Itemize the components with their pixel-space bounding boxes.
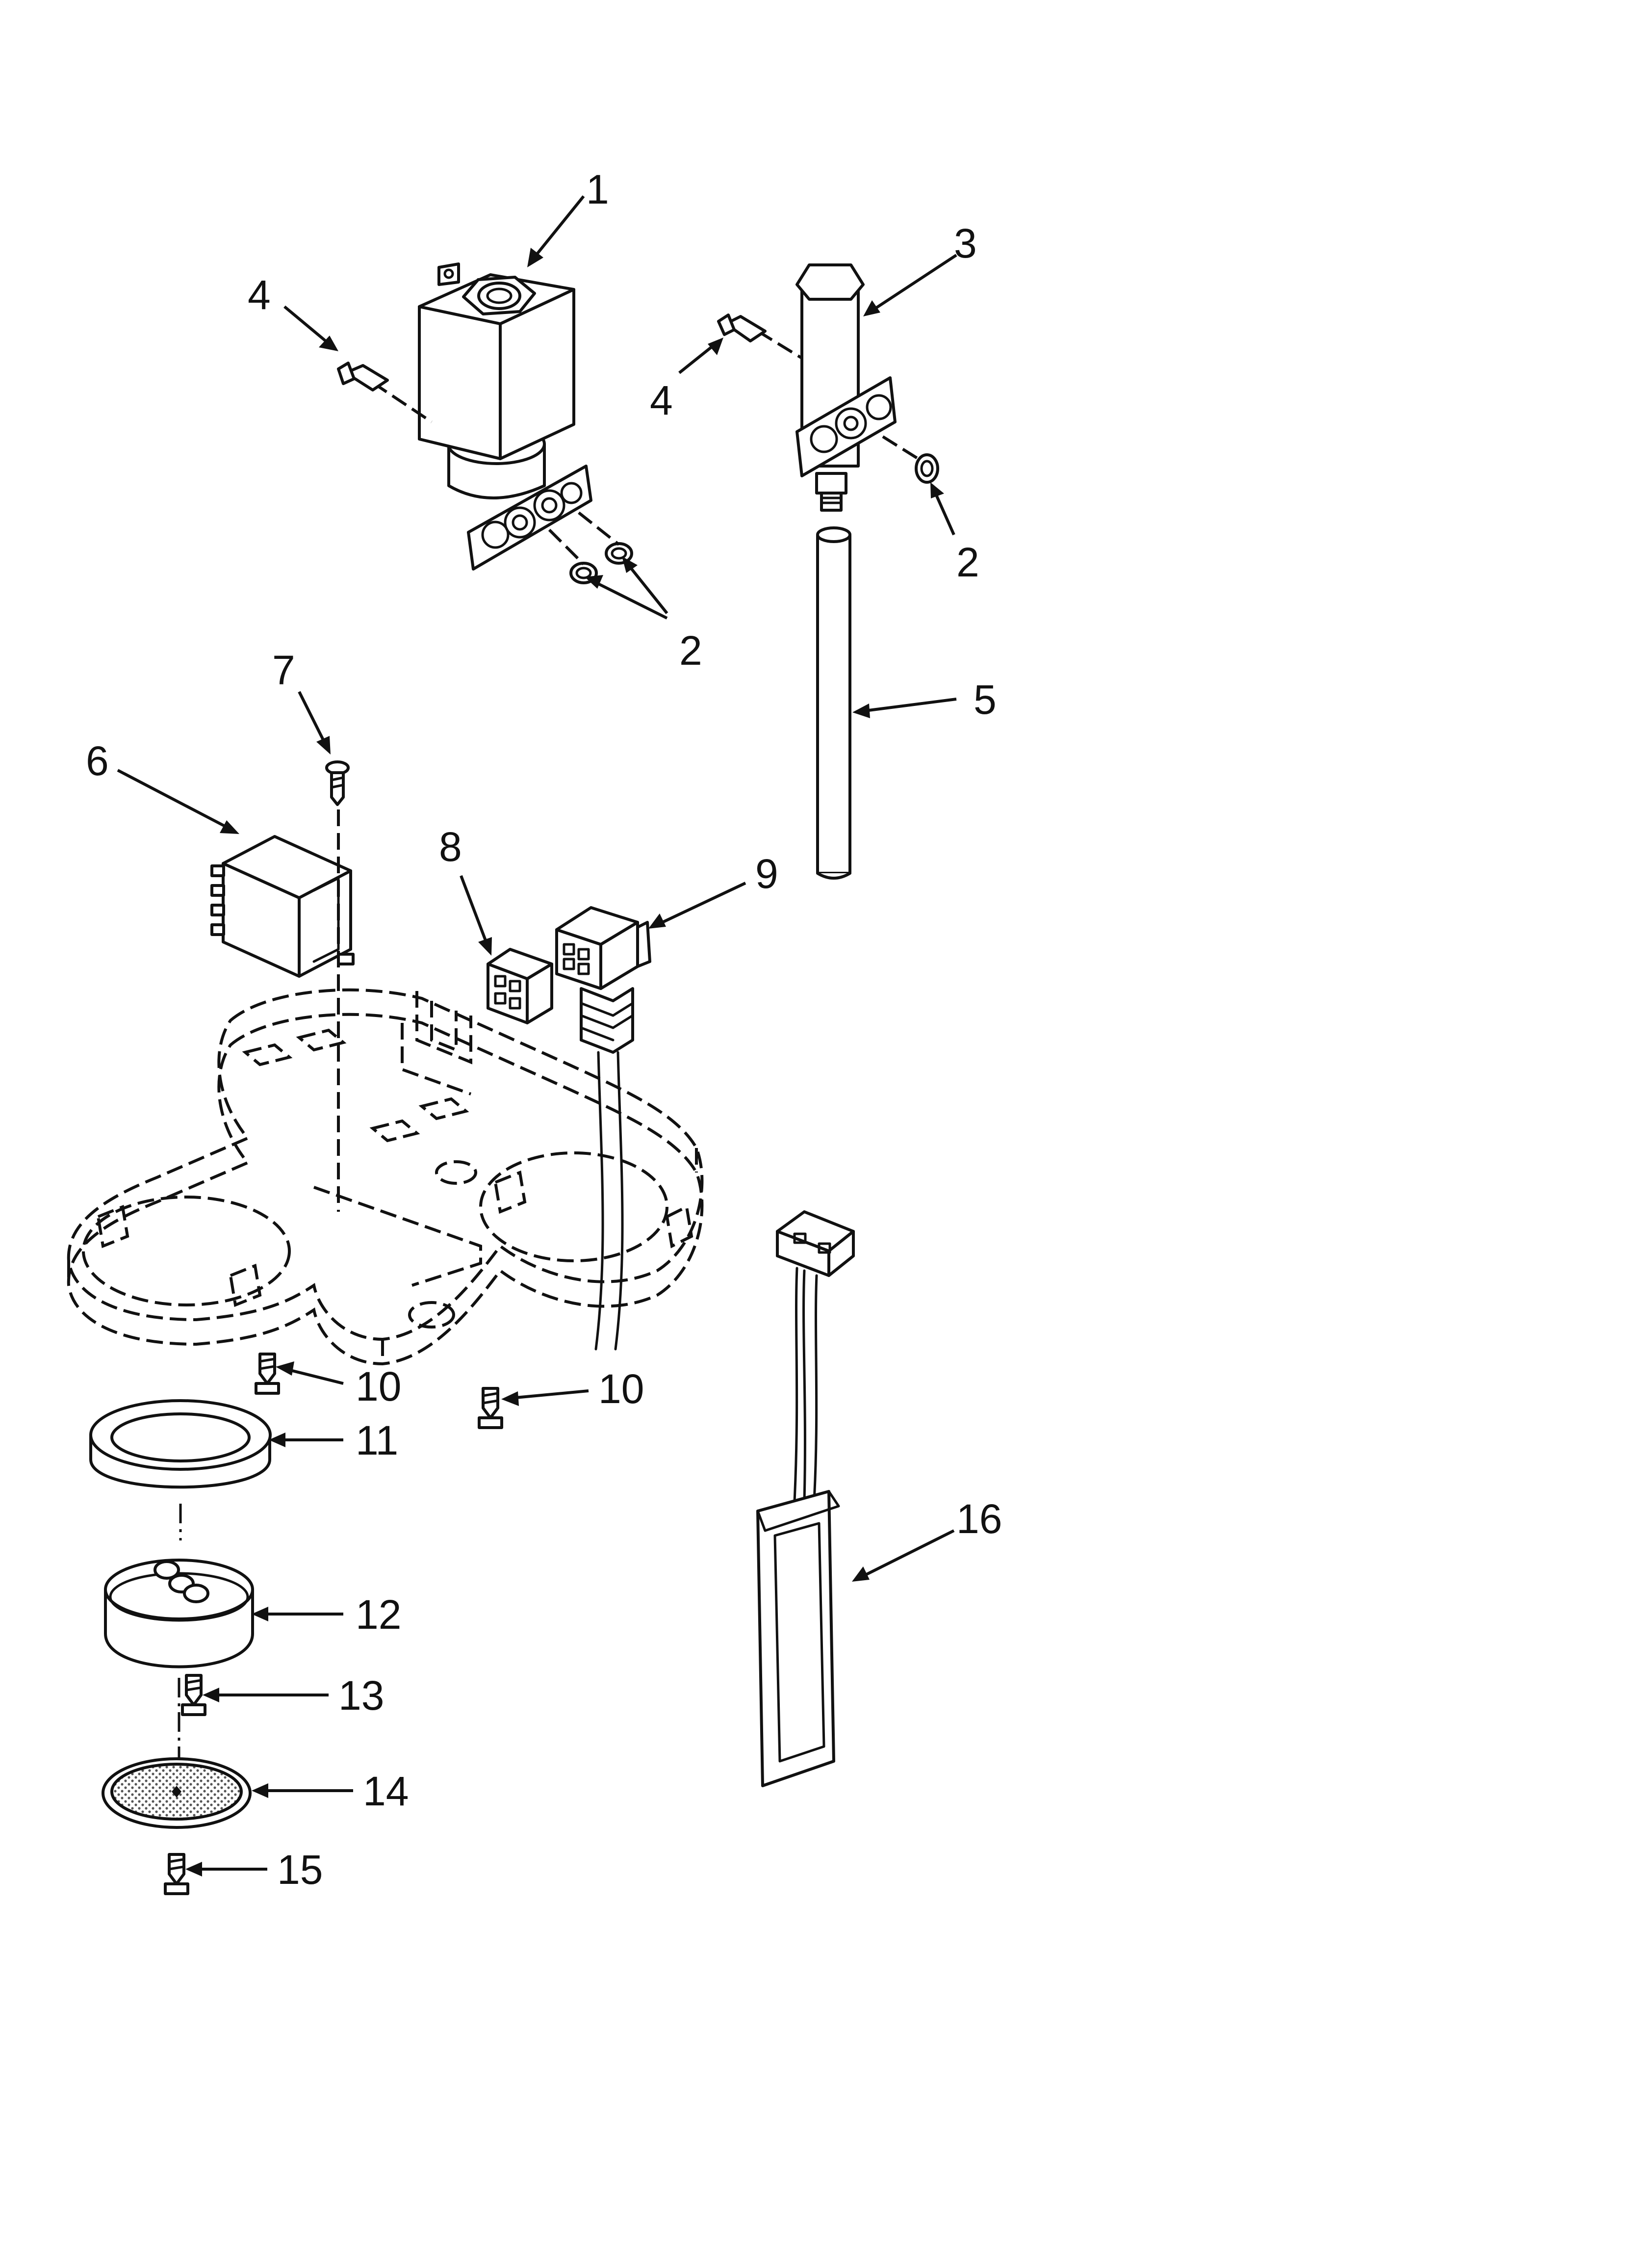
part-16-sensor <box>756 1210 855 1787</box>
callout-14: 14 <box>363 1768 409 1814</box>
part-15-screw <box>164 1853 189 1895</box>
callout-10-right: 10 <box>598 1366 644 1412</box>
callout-9: 9 <box>755 851 778 897</box>
callout-5: 5 <box>974 677 997 723</box>
part-7-screw <box>325 760 350 1212</box>
part-12-cup <box>104 1559 254 1668</box>
base-plate <box>67 988 704 1366</box>
callout-13: 13 <box>338 1672 384 1719</box>
part-10-screw-b <box>478 1387 503 1429</box>
callout-10-left: 10 <box>356 1363 401 1409</box>
callout-11: 11 <box>356 1417 398 1463</box>
callout-16: 16 <box>956 1496 1002 1542</box>
part-1-solenoid-valve <box>337 262 633 584</box>
part-3-valve-assembly <box>717 263 939 512</box>
callout-12: 12 <box>356 1591 401 1638</box>
part-5-tube <box>816 526 851 880</box>
callout-2-left: 2 <box>679 627 702 674</box>
callout-labels: 1 4 2 3 4 2 5 6 7 8 9 10 10 11 12 13 14 … <box>86 166 1002 1893</box>
callout-4-right: 4 <box>650 377 673 423</box>
callout-6: 6 <box>86 738 109 784</box>
part-8-connector <box>487 948 553 1024</box>
part-10-screw-a <box>255 1353 280 1395</box>
callout-2-right: 2 <box>956 539 979 585</box>
part-11-ring <box>89 1399 272 1540</box>
callout-15: 15 <box>277 1847 323 1893</box>
callout-3: 3 <box>954 220 977 266</box>
callout-7: 7 <box>272 647 295 693</box>
callout-leaders <box>117 195 957 1877</box>
callout-4-left: 4 <box>248 272 271 318</box>
part-14-screen <box>102 1757 252 1829</box>
part-6-relay <box>210 835 355 978</box>
callout-8: 8 <box>439 824 462 870</box>
part-9-wire-harness <box>555 906 651 1351</box>
callout-1: 1 <box>586 166 609 212</box>
